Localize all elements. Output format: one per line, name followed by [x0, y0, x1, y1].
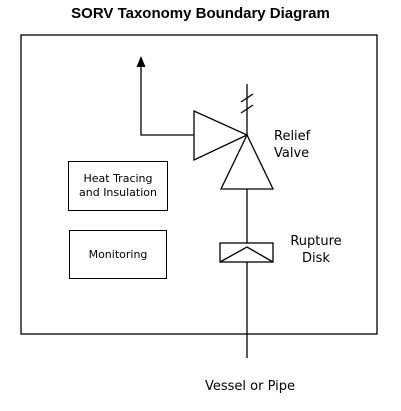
monitoring-label: Monitoring [88, 247, 148, 261]
heat-tracing-label-line-1: Heat Tracing [83, 172, 153, 185]
rupture-disk-membrane [219, 246, 274, 263]
heat-tracing-box: Heat Tracing and Insulation [68, 161, 168, 211]
discharge-line [140, 64, 194, 136]
valve-stem-hatch-2 [240, 104, 254, 114]
diagram-title: SORV Taxonomy Boundary Diagram [71, 5, 330, 22]
rupture-disk-label-line-2: Disk [302, 251, 330, 266]
boundary-box [20, 34, 378, 335]
rupture-disk-symbol [219, 242, 274, 263]
rupture-disk-label: Rupture Disk [281, 233, 351, 267]
heat-tracing-label-line-2: and Insulation [79, 186, 157, 199]
valve-stem-hatch-1 [240, 93, 254, 103]
rupture-disk-label-line-1: Rupture [290, 234, 342, 249]
discharge-arrow [136, 56, 146, 67]
relief-valve-label: Relief Valve [274, 128, 310, 162]
relief-valve-outlet-triangle [193, 109, 249, 162]
relief-valve-label-line-1: Relief [274, 129, 311, 144]
monitoring-box: Monitoring [69, 230, 167, 279]
vessel-or-pipe-label: Vessel or Pipe [204, 379, 296, 394]
relief-valve-label-line-2: Valve [274, 146, 310, 161]
